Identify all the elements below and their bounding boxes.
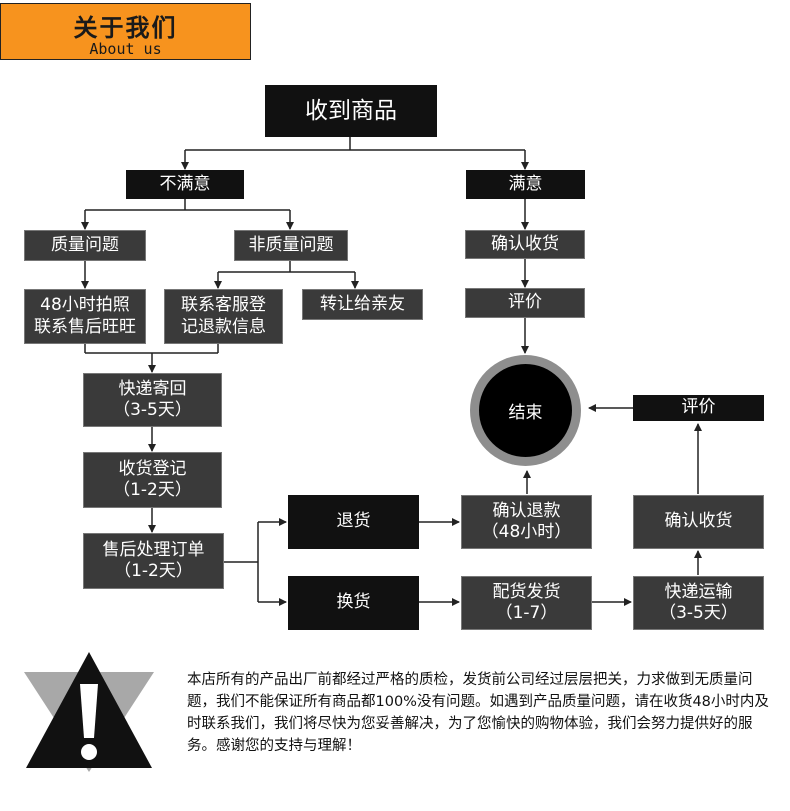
about-us-header: 关于我们 About us xyxy=(0,3,251,60)
contact-service-box: 联系客服登 记退款信息 xyxy=(164,289,283,344)
warning-icon xyxy=(24,652,154,772)
review-right-box: 评价 xyxy=(633,395,764,421)
received-goods-box: 收到商品 xyxy=(265,85,437,137)
review-top-box: 评价 xyxy=(465,288,585,318)
after-sales-notice: 本店所有的产品出厂前都经过严格的质检，发货前公司经过层层把关，力求做到无质量问题… xyxy=(187,672,769,754)
header-title-zh: 关于我们 xyxy=(73,14,178,42)
prepare-ship-box: 配货发货 （1-7） xyxy=(461,576,592,630)
unsatisfied-box: 不满意 xyxy=(126,170,244,199)
photo-contact-box: 48小时拍照 联系售后旺旺 xyxy=(24,289,146,344)
confirm-refund-box: 确认退款 （48小时） xyxy=(461,495,592,549)
receive-register-box: 收货登记 （1-2天） xyxy=(83,452,222,508)
quality-issue-box: 质量问题 xyxy=(24,230,146,261)
confirm-receipt-top-box: 确认收货 xyxy=(465,230,585,259)
exchange-goods-box: 换货 xyxy=(288,576,419,630)
confirm-receipt-right-box: 确认收货 xyxy=(633,495,764,549)
header-title-en: About us xyxy=(89,40,162,58)
express-delivery-box: 快递运输 （3-5天） xyxy=(633,576,764,630)
satisfied-box: 满意 xyxy=(466,170,585,199)
non-quality-issue-box: 非质量问题 xyxy=(234,230,348,261)
return-goods-box: 退货 xyxy=(288,495,419,549)
end-circle: 结束 xyxy=(479,364,572,457)
process-order-box: 售后处理订单 （1-2天） xyxy=(83,533,224,589)
express-return-box: 快递寄回 （3-5天） xyxy=(83,373,222,427)
transfer-box: 转让给亲友 xyxy=(302,289,423,320)
